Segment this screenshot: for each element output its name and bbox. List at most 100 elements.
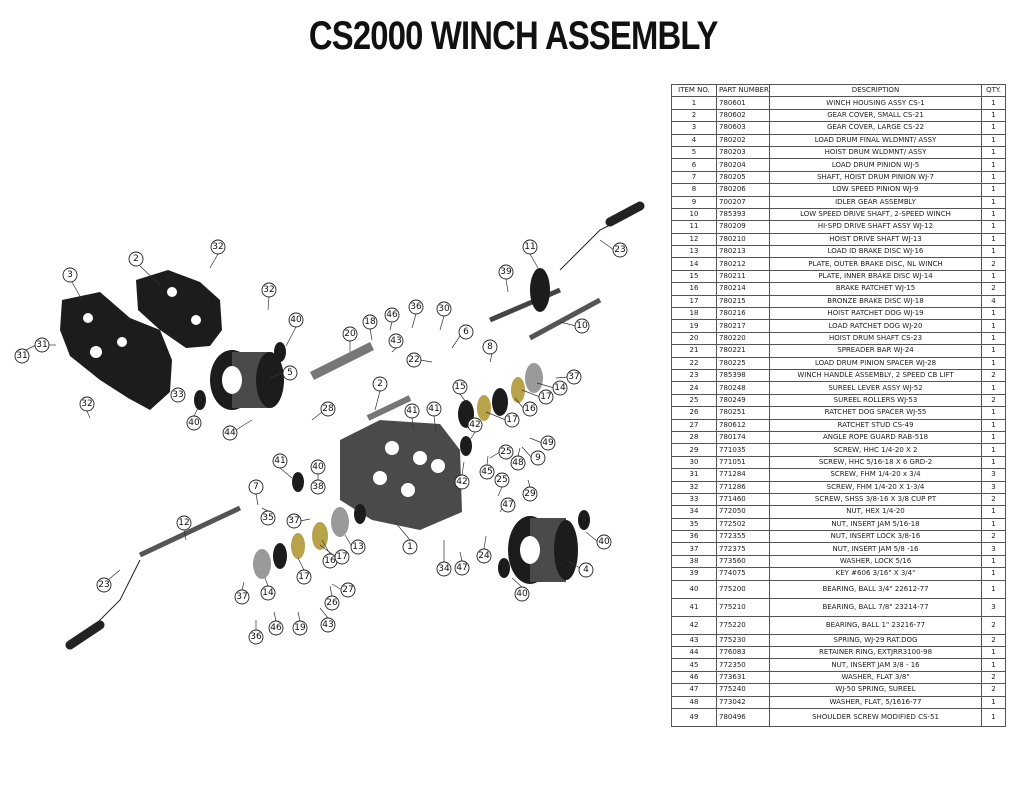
callout-leader-line [529,437,543,444]
callout-number: 37 [568,372,579,382]
callout-number: 36 [250,632,262,642]
callout-number: 29 [524,489,536,499]
item-number-cell: 16 [671,282,717,296]
callout-circle [522,486,538,502]
part-number-cell: 780249 [716,393,770,408]
callout-circle [222,425,238,441]
gear-cover-large-shape [60,292,172,410]
quantity-cell: 1 [981,319,1006,333]
callout-number: 32 [212,242,223,252]
callout-leader-line [411,417,415,431]
part-number-cell: 780209 [716,220,770,234]
callout-circle [186,415,202,431]
callout-number: 37 [236,592,247,602]
callout-circle [234,589,250,605]
callout-circle [248,479,264,495]
callout-balloon-40: 40 [585,531,612,550]
callout-balloon-30: 30 [436,301,452,331]
callout-leader-line [285,326,297,347]
callout-leader-line [585,531,599,543]
callout-leader-line [107,569,121,581]
part-number-cell: 774075 [716,567,770,581]
callout-number: 41 [428,404,439,414]
callout-leader-line [183,529,187,541]
callout-number: 23 [98,580,109,590]
bearings-shape [194,342,590,578]
callout-leader-line [297,557,305,571]
callout-balloon-36: 36 [408,299,424,329]
part-number-cell: 773631 [716,670,770,685]
callout-circle [62,267,78,283]
quantity-cell: 2 [981,492,1006,507]
description-cell: GEAR COVER, LARGE CS-22 [769,121,982,135]
callout-number: 5 [287,368,293,378]
callout-number: 24 [478,551,490,561]
callout-circle [538,389,554,405]
hoist-drive-shaft-shape [138,505,242,558]
callout-number: 2 [133,254,139,264]
callout-balloon-17: 17 [319,544,350,565]
callout-circle [362,314,378,330]
callout-number: 17 [506,415,517,425]
callout-leader-line [439,315,445,331]
callout-circle [498,264,514,280]
part-number-cell: 780211 [716,269,770,284]
callout-balloon-42: 42 [467,417,483,441]
callout-leader-line [483,535,487,550]
callout-circle [176,515,192,531]
callout-leader-line [394,521,411,541]
gear-cover-small-shape [136,270,222,348]
callout-leader-line [555,376,569,379]
part-number-cell: 773560 [716,554,770,569]
callout-number: 16 [524,404,536,414]
item-number-cell: 10 [671,207,717,222]
callout-balloon-41: 41 [426,401,442,433]
callout-circle [310,459,326,475]
item-number-cell: 11 [671,220,717,234]
callout-number: 40 [598,537,610,547]
part-number-cell: 771286 [716,480,770,494]
callout-balloon-32: 32 [79,396,95,419]
callout-balloon-14: 14 [260,577,276,601]
callout-leader-line [514,397,525,410]
page-title: CS2000 WINCH ASSEMBLY [308,14,719,58]
part-number-cell: 780210 [716,232,770,247]
header-qty: QTY. [981,83,1006,98]
item-number-cell: 6 [671,158,717,172]
callout-circle [454,560,470,576]
callout-leader-line [319,607,329,619]
callout-number: 16 [324,556,336,566]
description-cell: LOAD RATCHET DOG WJ-20 [769,319,982,333]
description-cell: RETAINER RING, EXTJRR3100-98 [769,645,982,660]
callout-circle [479,464,495,480]
header-description: DESCRIPTION [769,83,982,98]
part-number-cell: 772350 [716,658,770,672]
quantity-cell: 2 [981,257,1006,271]
quantity-cell: 2 [981,615,1006,635]
callout-balloon-46: 46 [268,611,284,636]
brake-discs-upper-shape [458,363,543,428]
quantity-cell: 1 [981,195,1006,209]
callout-circle [79,396,95,412]
callout-circle [340,582,356,598]
callout-balloon-16: 16 [514,397,538,417]
callout-number: 47 [456,563,467,573]
quantity-cell: 1 [981,645,1006,660]
item-number-cell: 43 [671,633,717,648]
callout-circle [566,369,582,385]
callout-balloon-26: 26 [324,585,340,611]
callout-circle [272,453,288,469]
item-number-cell: 15 [671,269,717,284]
callout-number: 45 [481,467,492,477]
callout-leader-line [389,321,393,331]
